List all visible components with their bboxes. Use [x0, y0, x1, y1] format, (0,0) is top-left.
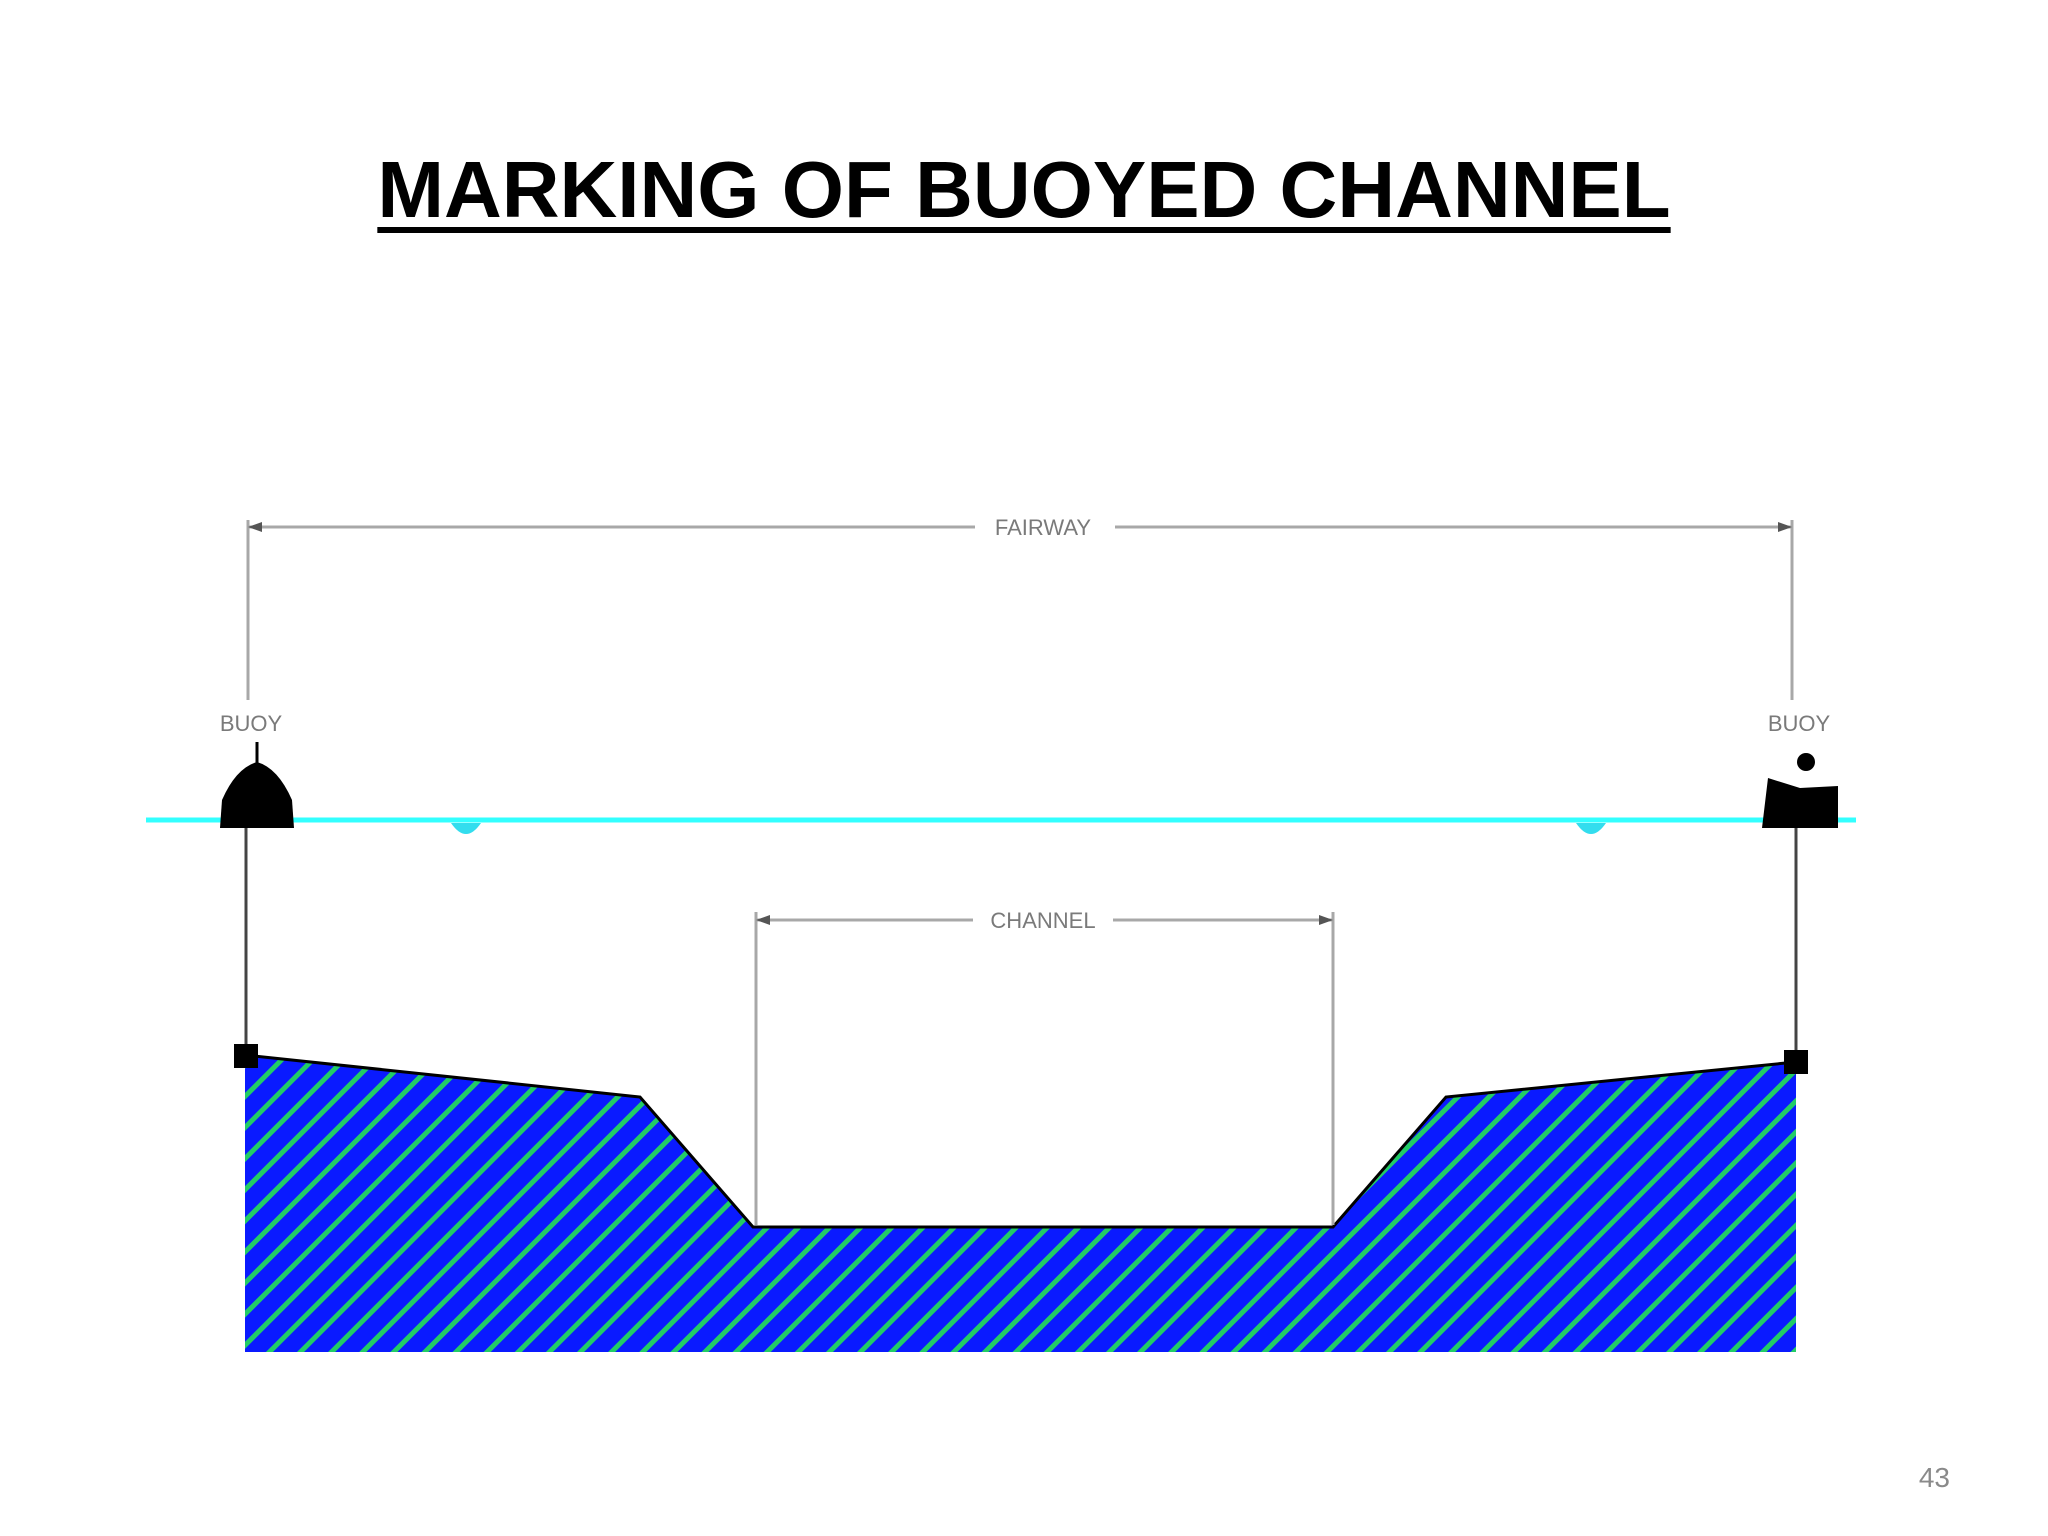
fairway-label: FAIRWAY [995, 515, 1091, 540]
conical-buoy-icon [220, 742, 294, 828]
channel-label: CHANNEL [990, 908, 1095, 933]
channel-dimension-arrows [756, 915, 1333, 925]
water-level-icon [451, 823, 1606, 834]
page-number: 43 [1918, 1462, 1950, 1493]
seabed-cross-section [245, 1055, 1796, 1352]
fairway-dimension-arrows [248, 522, 1792, 532]
left-sinker [234, 1044, 258, 1068]
buoy-left-label: BUOY [220, 711, 283, 736]
can-buoy-icon [1762, 753, 1838, 828]
channel-dimension [754, 912, 1335, 1225]
fairway-dimension [246, 520, 1794, 700]
slide-title: MARKING OF BUOYED CHANNEL [377, 145, 1671, 234]
right-sinker [1784, 1050, 1808, 1074]
seabed-profile-line [244, 1053, 1797, 1229]
buoy-right-label: BUOY [1768, 711, 1831, 736]
